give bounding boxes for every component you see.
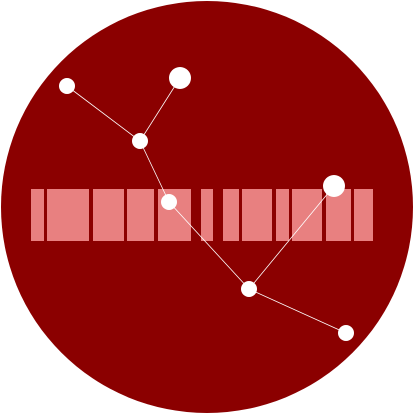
connector-line: [139, 77, 181, 142]
barcode-bar: [223, 189, 239, 241]
barcode-bar: [326, 189, 351, 241]
star-node: [338, 325, 354, 341]
barcode-bar: [31, 189, 44, 241]
star-node: [169, 67, 191, 89]
connector-line: [139, 140, 170, 203]
star-node: [323, 175, 345, 197]
connector-line: [66, 85, 141, 142]
constellation-connectors: [66, 77, 347, 334]
barcode-bar: [292, 189, 322, 241]
barcode-strip: [31, 189, 373, 241]
barcode-bar: [242, 189, 272, 241]
barcode-bar: [127, 189, 154, 241]
star-node: [241, 281, 257, 297]
connector-line: [248, 288, 347, 334]
star-node: [132, 133, 148, 149]
star-node: [161, 194, 177, 210]
connector-line: [248, 185, 335, 290]
barcode-bar: [93, 189, 124, 241]
star-node: [59, 78, 75, 94]
barcode-bar: [276, 189, 289, 241]
barcode-bar: [201, 189, 213, 241]
connector-line: [168, 201, 250, 290]
barcode-bar: [354, 189, 373, 241]
barcode-bar: [47, 189, 89, 241]
constellation-nodes: [59, 67, 354, 341]
